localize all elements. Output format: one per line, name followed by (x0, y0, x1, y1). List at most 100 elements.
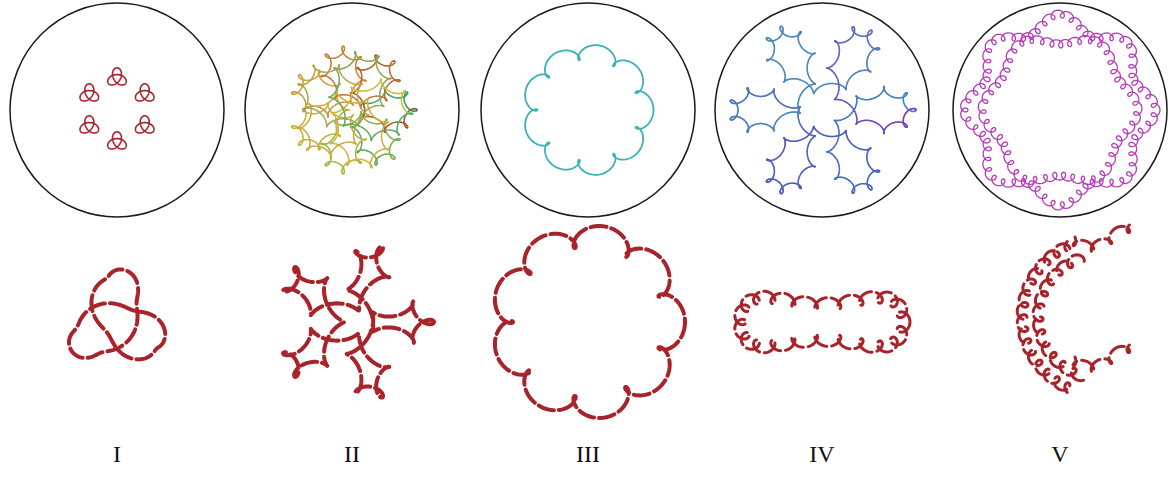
knot-segment (351, 87, 353, 89)
knot-segment (360, 162, 362, 164)
knot-segment (905, 94, 907, 96)
knot-segment (766, 159, 768, 161)
knot-segment (349, 160, 351, 162)
knot-segment (328, 97, 330, 98)
knot-segment (411, 112, 413, 114)
knot-segment (321, 143, 323, 144)
knot-segment (343, 125, 345, 126)
knot-segment (851, 190, 853, 192)
knot-segment (319, 148, 320, 149)
knot-segment (385, 119, 387, 121)
knot-segment (347, 162, 349, 164)
knot-segment (304, 107, 306, 108)
knot-segment (386, 119, 388, 121)
knot-segment (321, 76, 323, 77)
knot-segment (302, 139, 304, 141)
knot-segment (339, 64, 341, 65)
knot-segment (834, 178, 836, 180)
knot-segment (383, 97, 385, 99)
knot-segment (348, 163, 350, 164)
knot-segment (293, 93, 294, 95)
knot-segment (291, 126, 293, 128)
knot-segment (871, 188, 873, 190)
container-circle (481, 3, 695, 217)
knot-segment (406, 125, 408, 127)
knot-segment (360, 83, 362, 85)
knot-segment (325, 54, 327, 56)
knot-segment (357, 67, 359, 69)
knot-segment (351, 103, 353, 105)
knot-segment (298, 91, 300, 92)
knot-segment (366, 98, 368, 99)
knot-segment (353, 88, 354, 90)
knot-segment (361, 139, 363, 142)
knot-segment (320, 75, 321, 77)
knot-segment (362, 103, 363, 105)
knot-segment (298, 74, 300, 76)
knot-segment (838, 133, 840, 136)
knot-segment (360, 84, 362, 86)
knot-segment (768, 181, 769, 183)
knot-segment (397, 132, 399, 134)
knot-segment (361, 117, 363, 119)
knot-segment (326, 54, 328, 56)
knot-segment (358, 102, 360, 104)
knot-segment (397, 79, 398, 81)
knot-segment (403, 90, 405, 92)
knot-segment (391, 157, 393, 159)
knot-segment (769, 160, 770, 162)
knot-segment (327, 116, 329, 118)
knot-segment (354, 51, 355, 53)
knot-segment (905, 92, 907, 94)
knot-segment (380, 78, 381, 79)
small-trefoil (80, 116, 99, 133)
knot-segment (291, 127, 293, 129)
knot-segment (358, 90, 360, 92)
knot-segment (398, 138, 400, 140)
knot-segment (356, 88, 358, 90)
knot-segment (298, 142, 300, 143)
knot-segment (835, 177, 837, 179)
small-trefoil (108, 132, 127, 149)
knot-segment (357, 58, 359, 59)
knot-segment (343, 125, 344, 127)
knot-segment (390, 62, 392, 63)
knot-segment (398, 134, 400, 136)
knot-segment (845, 130, 847, 132)
knot-segment (335, 68, 337, 70)
knot-segment (411, 114, 413, 115)
knot-segment (365, 80, 366, 82)
knot-segment (326, 126, 328, 128)
knot-segment (357, 151, 359, 153)
knot-segment (870, 147, 872, 149)
knot-segment (405, 92, 407, 94)
knot-segment (416, 109, 418, 111)
knot-segment (404, 94, 406, 95)
knot-segment (856, 96, 858, 98)
knot-segment (410, 112, 411, 113)
knot-segment (800, 187, 802, 189)
knot-segment (299, 127, 300, 129)
knot-segment (355, 143, 357, 145)
knot-segment (905, 92, 907, 94)
knot-segment (342, 46, 344, 48)
knot-segment (334, 121, 336, 123)
knot-segment (298, 83, 300, 85)
container-circle (715, 3, 929, 217)
knot-segment (306, 149, 307, 151)
container-circle (245, 3, 459, 217)
knot-segment (855, 95, 857, 97)
knot-segment (382, 104, 384, 106)
knot-segment (405, 123, 406, 125)
knot-segment (383, 106, 385, 108)
knot-segment (385, 148, 387, 149)
knot-segment (365, 139, 366, 141)
container-circle (10, 3, 224, 217)
knot-segment (314, 65, 316, 67)
knot-segment (389, 78, 391, 79)
knot-segment (305, 107, 306, 109)
knot-segment (383, 106, 385, 107)
knot-segment (360, 56, 362, 58)
knot-segment (371, 167, 373, 169)
knot-segment (800, 187, 802, 189)
